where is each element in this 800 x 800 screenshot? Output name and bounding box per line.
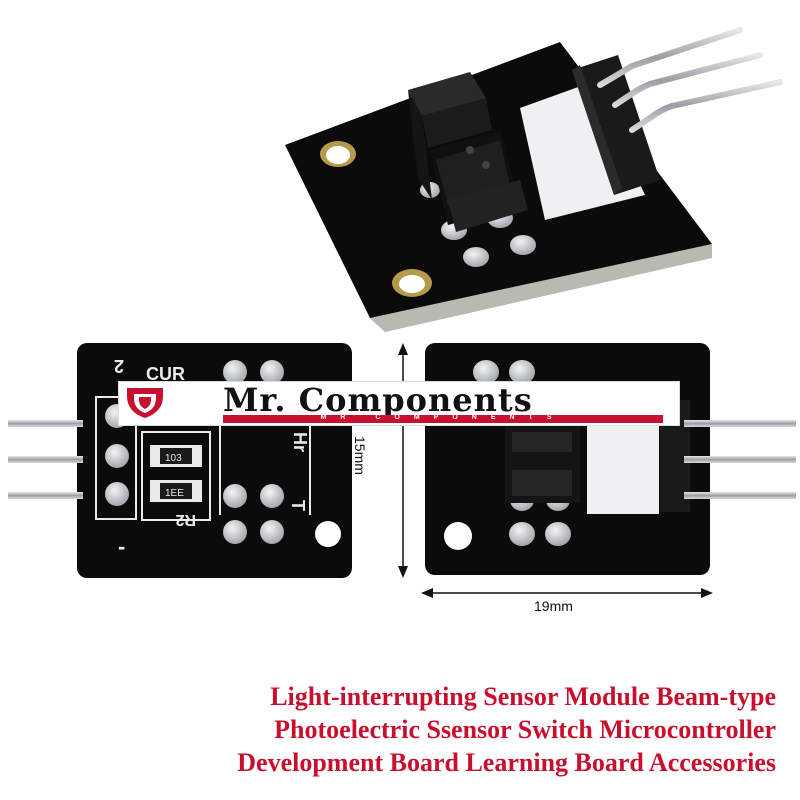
pcb-label-2: 2 xyxy=(114,356,124,376)
pcb-label-r2: R2 xyxy=(175,511,196,528)
pcb-label-hr: Hr xyxy=(290,432,310,452)
module-front-view xyxy=(425,343,796,575)
pcb-edge-front xyxy=(370,244,712,332)
module-angled-view xyxy=(285,27,783,332)
brand-logo-banner: Mr. Components MR COMPONENTS xyxy=(118,381,680,426)
pcb-label-cur: CUR xyxy=(146,364,185,384)
resistor-code-r2: 1EE xyxy=(165,488,184,499)
optocoupler-fork xyxy=(408,72,528,232)
brand-subtitle: MR COMPONENTS xyxy=(320,414,566,421)
dimension-label-height: 15mm xyxy=(352,436,368,475)
mounting-hole xyxy=(444,522,472,550)
header-pins xyxy=(8,420,83,499)
smd-resistor-r2 xyxy=(150,480,202,502)
solder-pads xyxy=(105,360,284,544)
header-pins xyxy=(597,27,783,133)
dimension-label-width: 19mm xyxy=(534,598,573,614)
brand-underline-bar xyxy=(223,415,663,423)
product-caption-line-1: Light-interrupting Sensor Module Beam-ty… xyxy=(270,682,776,711)
product-caption-line-2: Photoelectric Ssensor Switch Microcontro… xyxy=(274,715,776,744)
dimension-arrow-vertical xyxy=(398,343,408,578)
module-back-view: 2 CUR 103 1EE R2 Hr T - xyxy=(8,343,352,578)
product-caption-line-3: Development Board Learning Board Accesso… xyxy=(237,748,776,777)
mounting-hole xyxy=(315,521,341,547)
brand-shield-icon xyxy=(127,388,163,418)
pcb-label-minus: - xyxy=(118,534,125,559)
smd-resistor-r1 xyxy=(150,445,202,467)
header-pins xyxy=(684,420,796,499)
brand-title: Mr. Components xyxy=(223,381,533,419)
dimension-arrow-horizontal xyxy=(421,588,713,598)
pcb-label-t: T xyxy=(288,500,308,511)
pin-header xyxy=(572,55,660,195)
resistor-code-r1: 103 xyxy=(165,453,182,464)
